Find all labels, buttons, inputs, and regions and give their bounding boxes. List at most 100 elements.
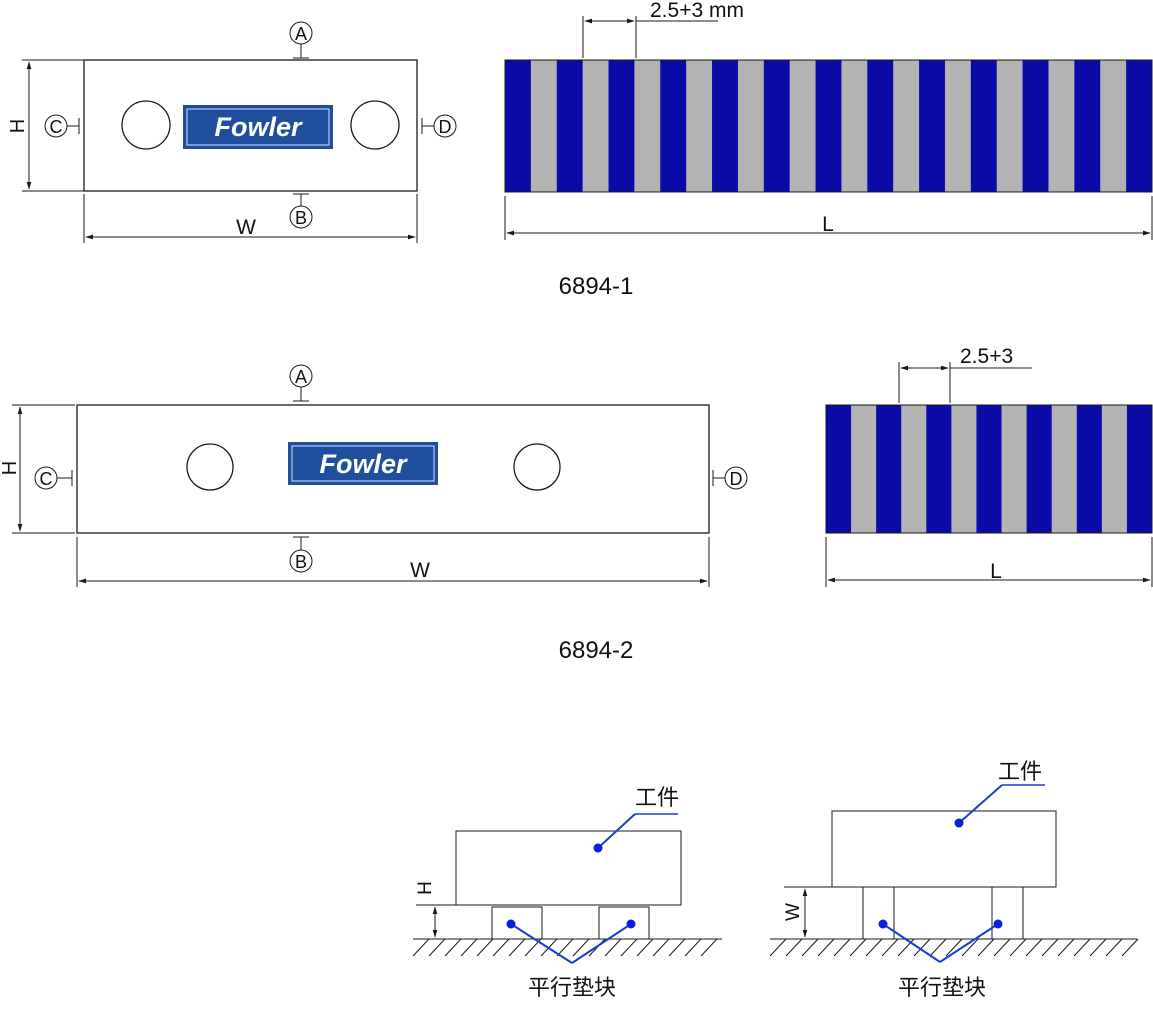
hatch-line — [668, 938, 686, 957]
logo-text-1: Fowler — [214, 112, 303, 142]
gray-stripe — [1101, 405, 1128, 533]
hatch-line — [1041, 938, 1059, 957]
workpiece-label-left: 工件 — [635, 786, 679, 811]
stripe-plate-2 — [826, 405, 1153, 533]
blue-stripe — [919, 60, 946, 192]
gray-stripe — [737, 60, 765, 192]
hatch-line — [945, 938, 963, 957]
hatch-line — [428, 938, 446, 957]
gray-stripe — [1051, 405, 1078, 533]
workpiece-right — [831, 810, 1057, 888]
marker-b-label-1: B — [295, 208, 307, 228]
gray-stripe — [530, 60, 558, 192]
hatch-line — [817, 938, 835, 957]
usage-diagram-left: H 工件 平行垫块 — [412, 786, 722, 1001]
dim-w-label-1: W — [236, 216, 256, 239]
dim-h-label-2: H — [0, 461, 21, 475]
end-face-1 — [83, 59, 418, 192]
marker-a-label-2: A — [295, 367, 307, 387]
hatch-line — [929, 938, 947, 957]
pitch-label-2: 2.5+3 — [960, 345, 1013, 368]
hatch-line — [476, 938, 494, 957]
end-face-2 — [76, 404, 710, 534]
blue-stripe — [1022, 60, 1049, 192]
blue-stripe — [556, 60, 584, 192]
hatch-line — [977, 938, 995, 957]
fowler-logo-1: Fowler — [183, 105, 333, 149]
logo-text-2: Fowler — [319, 449, 408, 479]
parallel-block-left-2 — [598, 906, 650, 940]
blue-stripe — [926, 405, 952, 533]
blue-stripe — [505, 60, 532, 192]
gray-stripe — [944, 60, 972, 192]
hatch-line — [1121, 938, 1139, 957]
gray-stripe — [789, 60, 816, 192]
stripe-plate-1 — [505, 60, 1153, 192]
workpiece-label-right: 工件 — [998, 760, 1042, 785]
usage-dim-h: H — [415, 881, 436, 895]
marker-a-label-1: A — [295, 24, 307, 44]
hatch-line — [1057, 938, 1075, 957]
blue-stripe — [763, 60, 791, 192]
usage-diagram-right: W 工件 平行垫块 — [769, 760, 1139, 1001]
parallel-block-right-2 — [991, 886, 1024, 940]
marker-d-label-1: D — [439, 117, 452, 137]
hatch-line — [1105, 938, 1123, 957]
magnet-hole-left-1 — [121, 100, 171, 150]
blue-stripe — [660, 60, 687, 192]
gray-stripe — [951, 405, 977, 533]
hatch-line — [1073, 938, 1091, 957]
gray-stripe — [686, 60, 713, 192]
gray-stripe — [996, 60, 1023, 192]
blue-stripe — [1076, 405, 1103, 533]
gray-stripe — [1001, 405, 1028, 533]
model-label-2: 6894-2 — [559, 637, 634, 664]
hatch-line — [833, 938, 851, 957]
hatch-line — [492, 938, 510, 957]
gray-stripe — [893, 60, 920, 192]
hatch-line — [1025, 938, 1043, 957]
hatch-line — [865, 938, 883, 957]
gray-stripe — [851, 405, 877, 533]
blue-stripe — [826, 405, 852, 533]
blocks-label-left: 平行垫块 — [528, 976, 616, 1001]
marker-d-label-2: D — [730, 469, 743, 489]
blue-stripe — [1026, 405, 1053, 533]
blue-stripe — [976, 405, 1002, 533]
blue-stripe — [608, 60, 635, 192]
hatch-line — [769, 938, 787, 957]
dim-l-label-1: L — [822, 213, 834, 236]
model-label-1: 6894-1 — [559, 273, 634, 300]
gray-stripe — [1048, 60, 1075, 192]
fowler-logo-2: Fowler — [288, 442, 438, 485]
blocks-label-right: 平行垫块 — [898, 976, 986, 1001]
marker-c-label-2: C — [40, 469, 53, 489]
gray-stripe — [901, 405, 927, 533]
hatch-line — [849, 938, 867, 957]
marker-b-label-2: B — [295, 552, 307, 572]
marker-c-label-1: C — [50, 117, 63, 137]
magnet-hole-right-1 — [350, 100, 400, 150]
hatch-line — [961, 938, 979, 957]
hatch-line — [508, 938, 526, 957]
hatch-line — [684, 938, 702, 957]
blue-stripe — [876, 405, 902, 533]
hatch-line — [460, 938, 478, 957]
hatch-line — [636, 938, 654, 957]
hatch-line — [1089, 938, 1107, 957]
ground-hatch-right — [769, 938, 1139, 957]
hatch-line — [1009, 938, 1027, 957]
blue-stripe — [712, 60, 739, 192]
dim-w-label-2: W — [410, 559, 430, 582]
hatch-line — [652, 938, 670, 957]
parallel-block-left-1 — [491, 906, 543, 940]
blue-stripe — [1126, 405, 1153, 533]
workpiece-left — [455, 830, 682, 906]
gray-stripe — [841, 60, 868, 192]
hatch-line — [881, 938, 899, 957]
hatch-line — [556, 938, 574, 957]
hatch-line — [444, 938, 462, 957]
dim-l-label-2: L — [990, 560, 1002, 583]
blue-stripe — [1074, 60, 1101, 192]
parallel-block-right-1 — [862, 886, 895, 940]
